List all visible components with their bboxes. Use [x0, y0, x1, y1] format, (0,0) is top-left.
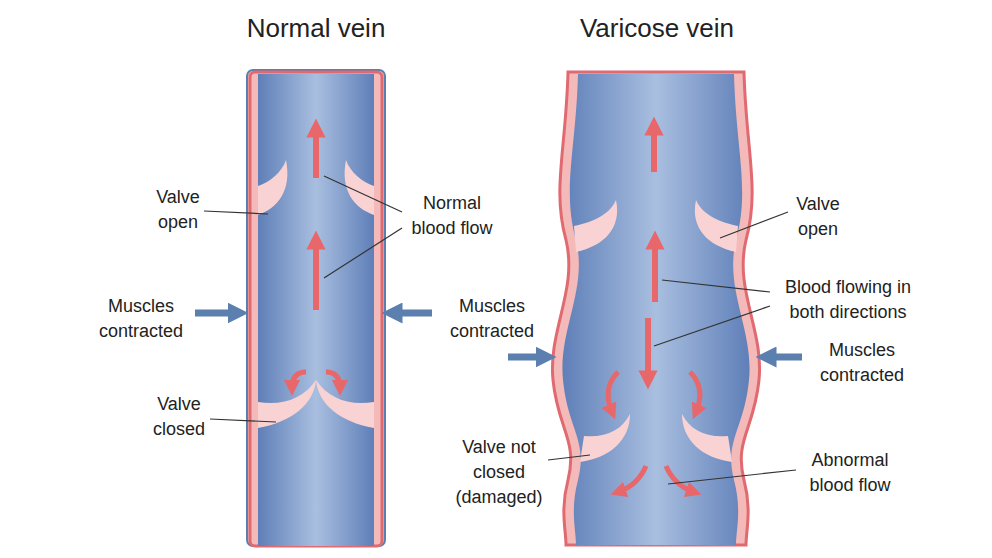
varicose-vein: [552, 72, 759, 545]
normal-vein: [247, 70, 385, 546]
part-label: Valve open: [783, 192, 853, 242]
part-label: Valve open: [143, 185, 213, 235]
flow-label: Abnormal blood flow: [800, 448, 900, 498]
muscle-label: Muscles contracted: [91, 294, 191, 344]
muscle-label: Muscles contracted: [812, 338, 912, 388]
part-label: Valve closed: [144, 392, 214, 442]
flow-label: Blood flowing in both directions: [773, 275, 923, 325]
panel-title: Varicose vein: [527, 12, 787, 44]
part-label: Valve not closed (damaged): [454, 435, 544, 510]
panel-title: Normal vein: [196, 12, 436, 44]
muscle-label: Muscles contracted: [442, 294, 542, 344]
flow-label: Normal blood flow: [402, 191, 502, 241]
